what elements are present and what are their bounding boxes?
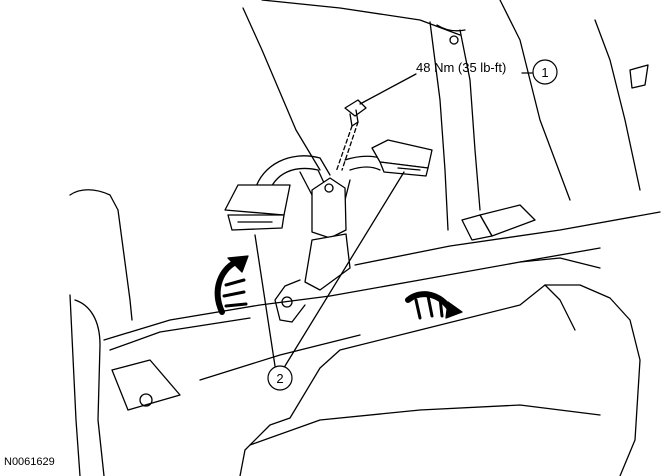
buckle-left — [224, 184, 291, 231]
left-seat-outline — [69, 189, 331, 476]
callout-leaders — [254, 72, 533, 367]
callout-number-2: 2 — [276, 371, 283, 386]
anchor-bracket — [274, 177, 351, 323]
callout-number-1: 1 — [541, 65, 548, 80]
callout-circle-2 — [267, 365, 293, 391]
rotation-arrow-right — [405, 291, 463, 320]
callout-circles — [267, 59, 558, 391]
seat-back-panel — [242, 0, 649, 231]
anchor-bolt — [335, 99, 367, 173]
callout-circle-1 — [532, 59, 558, 85]
right-seat-cushion — [239, 284, 641, 476]
torque-spec-label: 48 Nm (35 lb-ft) — [416, 60, 507, 75]
floor-outline — [199, 204, 661, 381]
buckle-right — [371, 139, 433, 177]
rotation-arrow-left — [214, 255, 249, 315]
figure-id: N0061629 — [4, 456, 55, 468]
